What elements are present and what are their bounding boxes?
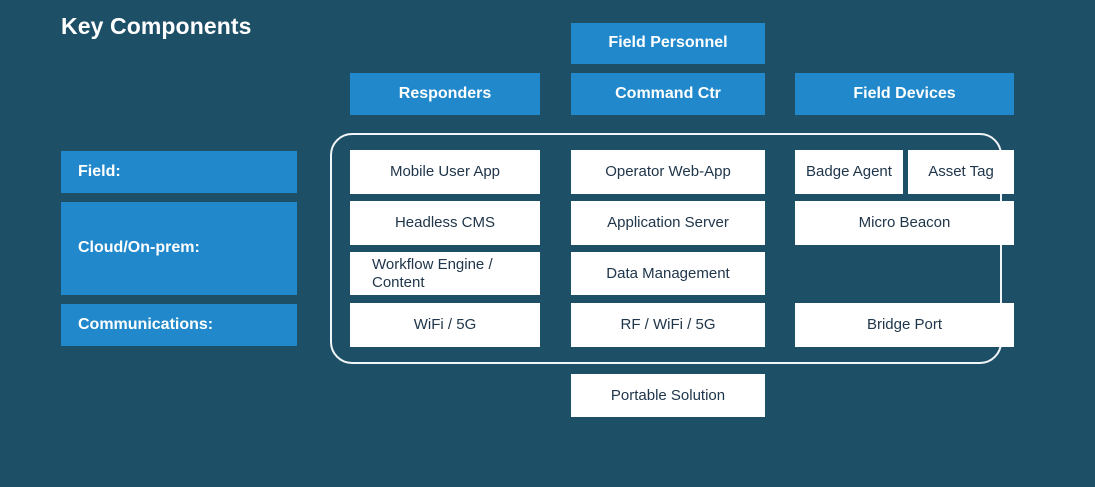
card-mobile-user-app[interactable]: Mobile User App xyxy=(350,150,540,194)
card-bridge-port[interactable]: Bridge Port xyxy=(795,303,1014,347)
row-label-communications[interactable]: Communications: xyxy=(61,304,297,346)
card-badge-agent[interactable]: Badge Agent xyxy=(795,150,903,194)
header-field-personnel[interactable]: Field Personnel xyxy=(571,23,765,64)
header-field-devices[interactable]: Field Devices xyxy=(795,73,1014,115)
card-micro-beacon[interactable]: Micro Beacon xyxy=(795,201,1014,245)
card-headless-cms[interactable]: Headless CMS xyxy=(350,201,540,245)
header-responders[interactable]: Responders xyxy=(350,73,540,115)
card-wifi-5g[interactable]: WiFi / 5G xyxy=(350,303,540,347)
row-label-field[interactable]: Field: xyxy=(61,151,297,193)
card-portable-solution[interactable]: Portable Solution xyxy=(571,374,765,417)
card-application-server[interactable]: Application Server xyxy=(571,201,765,245)
card-operator-web-app[interactable]: Operator Web-App xyxy=(571,150,765,194)
card-rf-wifi-5g[interactable]: RF / WiFi / 5G xyxy=(571,303,765,347)
page-title: Key Components xyxy=(61,13,252,39)
card-data-management[interactable]: Data Management xyxy=(571,252,765,295)
card-workflow-engine-content[interactable]: Workflow Engine / Content xyxy=(350,252,540,295)
header-command-ctr[interactable]: Command Ctr xyxy=(571,73,765,115)
row-label-cloud-onprem[interactable]: Cloud/On-prem: xyxy=(61,202,297,295)
card-asset-tag[interactable]: Asset Tag xyxy=(908,150,1014,194)
